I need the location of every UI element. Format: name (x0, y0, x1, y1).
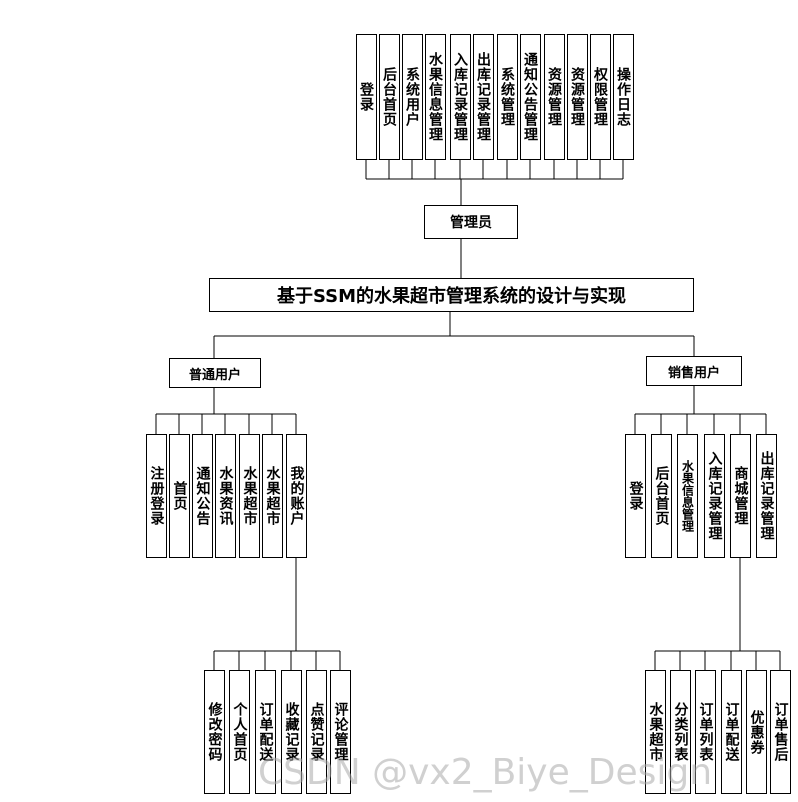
user-item-2-label: 通知公告 (194, 466, 211, 526)
seller-item-0: 登录 (625, 434, 646, 558)
mall-item-3: 订单配送 (721, 670, 742, 794)
system-title: 基于SSM的水果超市管理系统的设计与实现 (209, 278, 694, 312)
admin-box: 管理员 (424, 205, 518, 239)
user-item-4: 水果超市 (239, 434, 260, 558)
seller-item-1: 后台首页 (651, 434, 672, 558)
seller-item-3-label: 入库记录管理 (706, 451, 723, 541)
user-item-1: 首页 (169, 434, 190, 558)
admin-item-2-label: 系统用户 (404, 67, 420, 127)
user-item-3: 水果资讯 (215, 434, 236, 558)
seller-item-5-label: 出库记录管理 (758, 451, 775, 541)
seller-item-1-label: 后台首页 (653, 466, 670, 526)
mall-item-2: 订单列表 (695, 670, 716, 794)
admin-item-8-label: 资源管理 (546, 67, 562, 127)
admin-item-3-label: 水果信息管理 (427, 52, 443, 142)
account-item-2: 订单配送 (255, 670, 276, 794)
account-item-5-label: 评论管理 (332, 702, 349, 762)
account-item-5: 评论管理 (330, 670, 351, 794)
admin-box-label: 管理员 (450, 215, 492, 231)
mall-item-5: 订单售后 (770, 670, 791, 794)
user-item-2: 通知公告 (192, 434, 213, 558)
seller-item-3: 入库记录管理 (704, 434, 725, 558)
system-title-label: 基于SSM的水果超市管理系统的设计与实现 (276, 286, 627, 307)
admin-item-7: 通知公告管理 (519, 34, 541, 160)
admin-item-10-label: 权限管理 (592, 67, 608, 127)
account-item-3: 收藏记录 (281, 670, 302, 794)
seller-box: 销售用户 (646, 356, 742, 386)
user-item-5: 水果超市 (262, 434, 283, 558)
admin-item-7-label: 通知公告管理 (522, 52, 538, 142)
admin-item-4-label: 入库记录管理 (452, 52, 468, 142)
mall-item-3-label: 订单配送 (723, 702, 740, 762)
user-item-3-label: 水果资讯 (217, 466, 234, 526)
admin-item-10: 权限管理 (589, 34, 611, 160)
seller-item-4-label: 商城管理 (732, 466, 749, 526)
admin-item-11: 操作日志 (612, 34, 634, 160)
mall-item-1: 分类列表 (670, 670, 691, 794)
seller-item-4: 商城管理 (730, 434, 751, 558)
admin-item-8: 资源管理 (543, 34, 565, 160)
mall-item-5-label: 订单售后 (772, 702, 789, 762)
admin-item-6: 系统管理 (496, 34, 518, 160)
account-item-1-label: 个人首页 (231, 702, 248, 762)
mall-item-4-label: 优惠券 (748, 709, 765, 755)
mall-item-0: 水果超市 (645, 670, 666, 794)
user-item-6-label: 我的账户 (288, 466, 305, 526)
account-item-4: 点赞记录 (306, 670, 327, 794)
seller-item-2-label: 水果信息管理 (680, 460, 695, 532)
mall-item-4: 优惠券 (746, 670, 767, 794)
admin-item-0-label: 登录 (358, 82, 374, 112)
admin-item-1-label: 后台首页 (381, 67, 397, 127)
mall-item-2-label: 订单列表 (697, 702, 714, 762)
account-item-2-label: 订单配送 (257, 702, 274, 762)
account-item-0-label: 修改密码 (206, 702, 223, 762)
seller-item-2: 水果信息管理 (677, 434, 698, 558)
user-item-5-label: 水果超市 (264, 466, 281, 526)
admin-item-0: 登录 (355, 34, 377, 160)
admin-item-5: 出库记录管理 (472, 34, 494, 160)
admin-item-6-label: 系统管理 (499, 67, 515, 127)
account-item-3-label: 收藏记录 (283, 702, 300, 762)
admin-item-11-label: 操作日志 (615, 67, 631, 127)
seller-item-5: 出库记录管理 (756, 434, 777, 558)
admin-item-1: 后台首页 (378, 34, 400, 160)
account-item-0: 修改密码 (204, 670, 225, 794)
user-box-label: 普通用户 (188, 367, 241, 383)
mall-item-1-label: 分类列表 (672, 702, 689, 762)
account-item-4-label: 点赞记录 (308, 702, 325, 762)
admin-item-4: 入库记录管理 (449, 34, 471, 160)
seller-item-0-label: 登录 (627, 481, 644, 511)
user-item-0: 注册登录 (146, 434, 167, 558)
admin-item-5-label: 出库记录管理 (475, 52, 491, 142)
admin-item-9-label: 资源管理 (569, 67, 585, 127)
user-item-6: 我的账户 (286, 434, 307, 558)
admin-item-2: 系统用户 (401, 34, 423, 160)
admin-item-3: 水果信息管理 (424, 34, 446, 160)
seller-box-label: 销售用户 (667, 365, 720, 381)
admin-item-9: 资源管理 (566, 34, 588, 160)
account-item-1: 个人首页 (229, 670, 250, 794)
user-box: 普通用户 (169, 358, 261, 388)
mall-item-0-label: 水果超市 (647, 702, 664, 762)
user-item-4-label: 水果超市 (241, 466, 258, 526)
user-item-0-label: 注册登录 (148, 466, 165, 526)
user-item-1-label: 首页 (171, 481, 188, 511)
